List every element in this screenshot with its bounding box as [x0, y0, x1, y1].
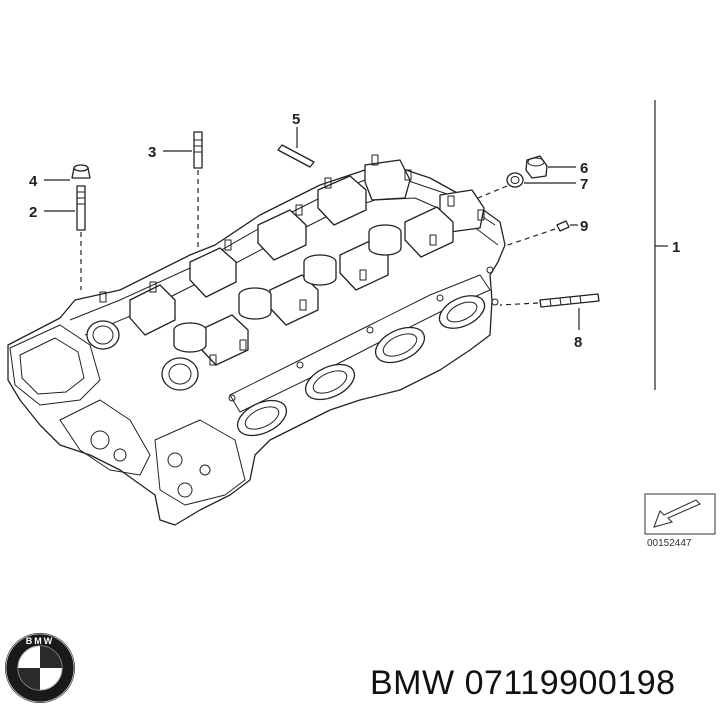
callout-1: 1	[672, 239, 680, 256]
callout-5: 5	[292, 111, 300, 128]
part-6-plug	[525, 155, 548, 179]
leader-lines	[44, 100, 668, 390]
direction-arrow-icon	[653, 499, 701, 528]
reference-box: 00152447	[644, 493, 716, 549]
callout-4: 4	[29, 173, 38, 190]
brand-name: BMW	[370, 664, 455, 702]
part-number: 07119900198	[464, 664, 676, 702]
bmw-roundel-icon: BMW	[5, 633, 75, 703]
part-4-nut	[71, 164, 91, 179]
reference-number: 00152447	[647, 538, 692, 549]
callout-3: 3	[148, 144, 156, 161]
part-7-seal-ring	[506, 172, 524, 188]
callout-9: 9	[580, 218, 588, 235]
callout-6: 6	[580, 160, 588, 177]
callout-7: 7	[580, 176, 588, 193]
part-2-stud	[76, 185, 86, 231]
part-9-pin	[556, 220, 570, 232]
cylinder-head-drawing	[7, 154, 506, 526]
part-5-pin	[277, 144, 315, 168]
part-3-stud	[193, 131, 203, 169]
callout-2: 2	[29, 204, 37, 221]
callout-8: 8	[574, 334, 582, 351]
logo-text: BMW	[26, 636, 55, 646]
part-8-stud	[539, 293, 600, 308]
callout-labels: 1 2 3 4 5 6 7 8 9	[29, 111, 680, 351]
